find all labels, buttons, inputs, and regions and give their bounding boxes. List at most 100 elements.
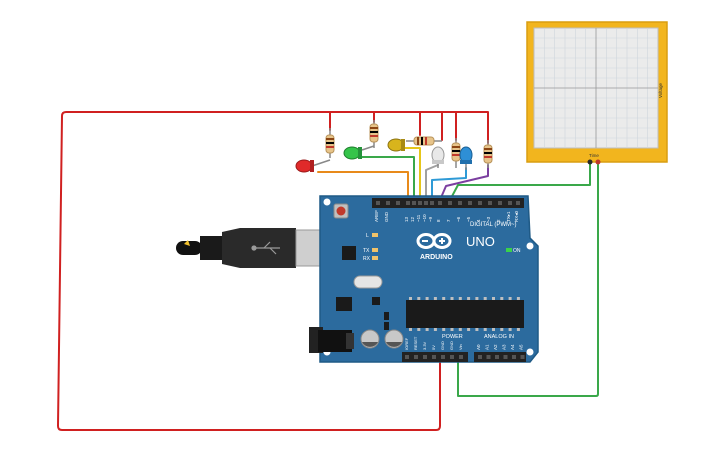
on-led-label: ON	[513, 248, 521, 254]
chip-pin	[516, 328, 520, 331]
scope-time-label: Time	[589, 153, 599, 158]
chip-pin	[450, 328, 454, 331]
chip-pin	[500, 328, 504, 331]
oscilloscope[interactable]: Time Voltage	[526, 21, 668, 165]
chip-pin	[425, 297, 429, 300]
red-led[interactable]	[295, 159, 331, 173]
header-pin[interactable]	[414, 355, 418, 359]
analog-pin-label: A4	[510, 344, 515, 350]
resistor-1[interactable]	[325, 128, 335, 158]
power-pin-label: RESET	[413, 336, 418, 350]
header-pin[interactable]	[520, 355, 525, 359]
wire-green-scope-top[interactable]	[449, 163, 591, 201]
chip-pin	[475, 297, 479, 300]
power-pin-label: GND	[440, 341, 445, 350]
digital-pin-label: 13	[404, 216, 409, 222]
analog-pin-label: A1	[485, 344, 490, 350]
wire-blue[interactable]	[431, 167, 467, 201]
power-pin-label: Vin	[458, 344, 463, 350]
mounting-hole	[526, 242, 534, 250]
digital-pin-label: ~3	[486, 216, 491, 222]
wire-gray[interactable]	[425, 164, 439, 201]
reset-button[interactable]	[333, 203, 349, 219]
voltage-regulator	[336, 297, 352, 311]
header-pin[interactable]	[486, 355, 491, 359]
chip-pin	[516, 297, 520, 300]
header-pin[interactable]	[459, 355, 463, 359]
digital-pin-label: 7	[446, 219, 451, 222]
chip-pin	[442, 328, 446, 331]
digital-pin-label: TX▸1	[506, 211, 511, 222]
analog-pin-label: A2	[493, 344, 498, 350]
header-pin[interactable]	[495, 355, 499, 359]
chip-pin	[450, 297, 454, 300]
white-led[interactable]	[431, 146, 445, 168]
small-component	[384, 322, 389, 330]
arduino-brand-text: ARDUINO	[420, 254, 453, 261]
chip-pin	[492, 328, 495, 331]
header-pin[interactable]	[512, 355, 516, 359]
chip-pin	[442, 297, 446, 300]
analog-pin-label: A0	[476, 344, 481, 350]
chip-pin	[483, 297, 487, 300]
digital-pin-label: RX◂0	[514, 210, 519, 222]
arduino-logo-icon	[416, 233, 452, 249]
wire-purple[interactable]	[439, 164, 489, 201]
resistor-2[interactable]	[369, 120, 379, 148]
usb-icon	[251, 241, 280, 255]
header-pin[interactable]	[405, 355, 409, 359]
blue-led[interactable]	[459, 146, 473, 170]
chip-pin	[492, 297, 495, 300]
wire-yellow[interactable]	[401, 147, 421, 201]
wire-green-gnd[interactable]	[457, 163, 599, 397]
power-pin-label: GND	[449, 341, 454, 350]
green-led[interactable]	[343, 145, 375, 160]
digital-pin-label: ~6	[456, 216, 461, 222]
analog-header[interactable]	[474, 352, 526, 362]
scope-probe-terminal[interactable]	[595, 159, 601, 165]
wire-red-bus[interactable]	[329, 111, 489, 144]
scope-voltage-label: Voltage	[658, 82, 663, 98]
small-component	[384, 312, 389, 320]
header-pin[interactable]	[503, 355, 508, 359]
chip-pin	[500, 297, 504, 300]
digital-pin-label: ~5	[466, 216, 471, 222]
resistor-5[interactable]	[483, 140, 493, 168]
wire-green-led[interactable]	[359, 156, 415, 201]
analog-label: ANALOG IN	[484, 334, 514, 340]
chip-pin	[467, 297, 471, 300]
scope-probe-terminal[interactable]	[587, 159, 593, 165]
chip-pin	[433, 328, 437, 331]
header-pin[interactable]	[478, 355, 482, 359]
yellow-led[interactable]	[387, 138, 405, 152]
header-pin[interactable]	[450, 355, 454, 359]
mounting-hole	[323, 198, 331, 206]
chip-pin	[458, 297, 462, 300]
power-jack[interactable]	[309, 327, 354, 353]
analog-pin-label: A5	[519, 344, 524, 350]
header-pin[interactable]	[441, 355, 445, 359]
digital-pin-label: ~11	[416, 214, 421, 222]
l-led-label: L	[366, 233, 369, 239]
chip-pin	[508, 328, 512, 331]
rx-led	[372, 256, 378, 260]
small-component	[372, 297, 380, 305]
power-pin-label: 5V	[431, 345, 436, 350]
header-pin[interactable]	[432, 355, 436, 359]
digital-pin-label: 12	[410, 216, 415, 222]
gnd-label: GND	[384, 211, 389, 222]
usb-chip	[342, 246, 356, 260]
wire-orange[interactable]	[317, 171, 409, 201]
header-pin[interactable]	[423, 355, 427, 359]
tx-led	[372, 248, 378, 252]
uno-logo-text: UNO	[466, 234, 495, 249]
wire-red-5v[interactable]	[57, 111, 441, 431]
digital-pin-label: 2	[496, 219, 501, 222]
resistor-3[interactable]	[406, 136, 442, 146]
resistor-4[interactable]	[451, 138, 461, 168]
chip-pin	[409, 297, 412, 300]
tx-led-label: TX	[363, 248, 370, 254]
mounting-hole	[526, 348, 534, 356]
